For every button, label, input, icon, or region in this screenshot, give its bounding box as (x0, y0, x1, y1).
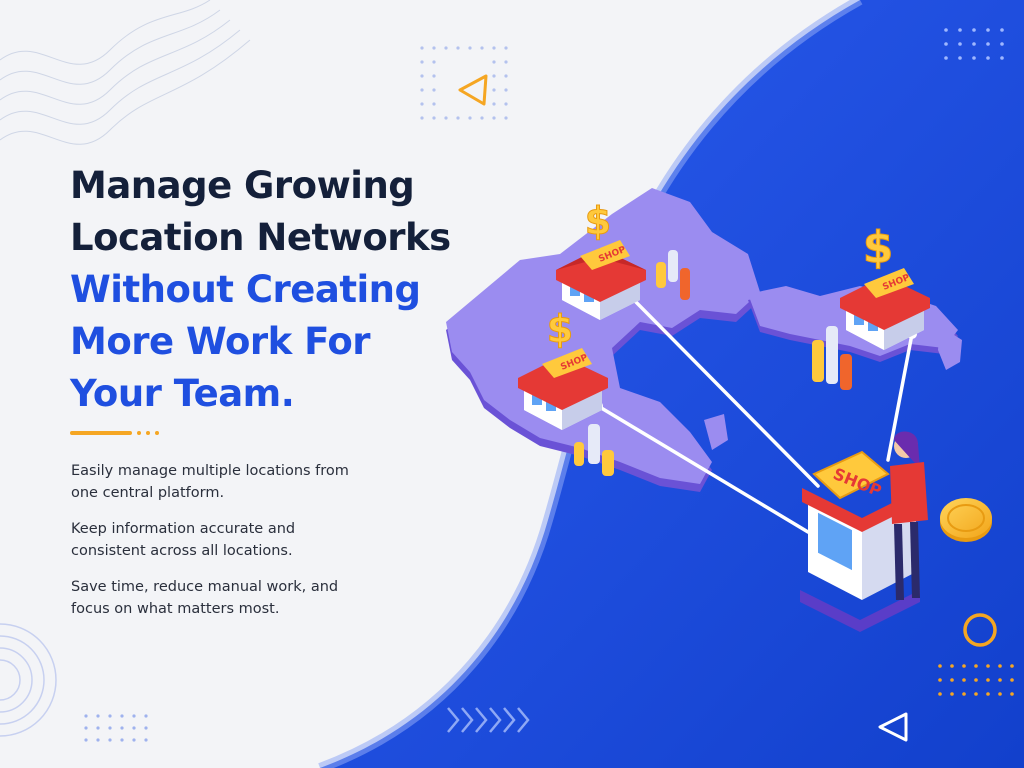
chevrons-icon (447, 707, 530, 733)
person-icon (890, 431, 928, 600)
dollar-icon: $ (863, 222, 894, 273)
shop-icon (518, 348, 608, 430)
benefit-item: Easily manage multiple locations from on… (71, 463, 349, 501)
wave-lines-icon (0, 0, 251, 145)
headline: Manage Growing Location Networks Without… (70, 160, 451, 420)
dollar-icon: $ (585, 199, 611, 243)
concentric-rings-icon (0, 623, 57, 737)
headline-line-accent: Without Creating (70, 268, 421, 311)
dollar-icon: $ (547, 307, 573, 351)
divider-line (70, 430, 132, 435)
benefit-item: Save time, reduce manual work, and focus… (71, 579, 339, 617)
chart-bars-icon (574, 424, 614, 476)
triangle-icon (458, 74, 488, 106)
headline-line: Manage Growing (70, 164, 415, 207)
benefit-item: Keep information accurate and consistent… (71, 521, 296, 559)
benefit-list: Easily manage multiple locations from on… (71, 460, 371, 634)
divider-dot (146, 430, 150, 435)
dot-grid-icon (84, 714, 148, 742)
shop-icon (840, 268, 930, 350)
dot-grid-icon (938, 664, 1014, 696)
headline-line-accent: More Work For (70, 320, 371, 363)
headline-divider (70, 430, 159, 435)
dot-grid-icon (944, 28, 1004, 60)
headline-line: Location Networks (70, 216, 451, 259)
headline-line-accent: Your Team. (70, 372, 295, 415)
ring-icon (963, 613, 997, 647)
divider-dot (155, 430, 159, 435)
coin-icon (940, 498, 992, 542)
chart-bars-icon (812, 326, 852, 390)
divider-dot (137, 430, 141, 435)
chart-bars-icon (656, 250, 690, 300)
shop-icon (556, 240, 646, 320)
connection-lines (596, 294, 914, 534)
dot-grid-icon (420, 46, 508, 120)
triangle-icon (878, 712, 908, 742)
